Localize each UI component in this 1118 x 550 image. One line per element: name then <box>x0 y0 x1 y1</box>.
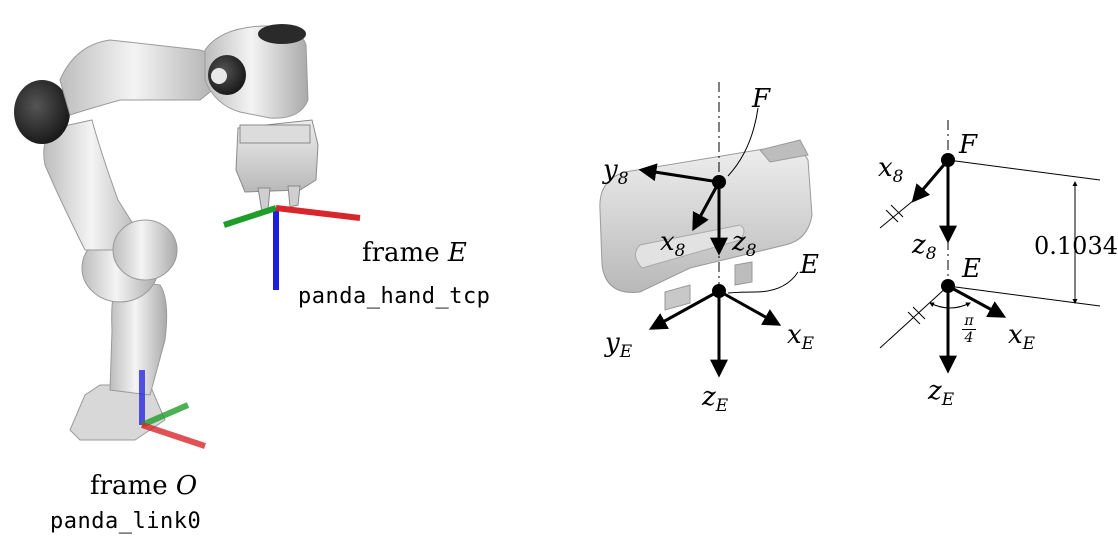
yE-arrow <box>648 289 720 330</box>
E-leader-line <box>727 271 799 294</box>
zE-sub: E <box>715 396 729 416</box>
frame-O-y-axis <box>140 402 190 428</box>
robot-joint-dark <box>14 80 70 144</box>
frame-E-link-name: panda_hand_tcp <box>298 284 491 309</box>
angle-den: 4 <box>964 330 974 346</box>
yE-base: y <box>605 328 620 358</box>
gripper-zE-label: zE <box>702 382 728 415</box>
F-leader-line <box>727 107 759 177</box>
frame-E-axes <box>223 205 361 290</box>
gripper-y8-label: y8 <box>603 155 629 188</box>
schematic-point-E-label: E <box>962 254 981 284</box>
y8-arrow <box>638 163 720 184</box>
schematic-diag-line <box>879 285 949 349</box>
distance-label: 0.1034 <box>1034 232 1118 260</box>
gripper-z8-label: z8 <box>732 227 757 260</box>
z8-sub: 8 <box>745 241 757 261</box>
zE-base: z <box>702 382 716 412</box>
frame-O-symbol: O <box>175 471 198 501</box>
z8-base: z <box>732 227 746 257</box>
schematic-ref-line-E <box>947 285 1101 307</box>
gripper-xE-label: xE <box>787 320 814 353</box>
robot-joint-3 <box>112 219 178 281</box>
y8-base: y <box>603 155 618 185</box>
frame-O-link-name: panda_link0 <box>50 509 202 534</box>
schematic-zE-label: zE <box>928 376 954 409</box>
s-zE-sub: E <box>941 390 955 410</box>
y8-sub: 8 <box>617 169 629 189</box>
s-zE-base: z <box>928 376 942 406</box>
frame-E-x-axis <box>275 205 361 221</box>
gripper-yE-label: yE <box>605 328 632 361</box>
frame-O-word: frame <box>90 471 168 501</box>
s-x8-sub: 8 <box>892 167 904 187</box>
angle-fraction: π 4 <box>962 314 976 345</box>
x8-arrow <box>692 181 721 232</box>
frame-O-label: frame O <box>90 473 197 499</box>
robot-link-upper <box>59 39 226 116</box>
robot-finger-right <box>287 185 301 208</box>
schematic-xE-label: xE <box>1008 320 1035 353</box>
gripper-frame-F-arrows <box>638 107 759 256</box>
schematic-x8-extension <box>879 199 915 229</box>
yE-sub: E <box>619 342 633 362</box>
s-z8-base: z <box>912 230 926 260</box>
frame-O-axes <box>139 370 206 449</box>
frame-E-word: frame <box>362 238 440 268</box>
angle-arc <box>929 302 971 309</box>
frame-E-y-axis <box>223 205 277 228</box>
x8-sub: 8 <box>674 241 686 261</box>
xE-base: x <box>787 320 802 350</box>
frame-E-symbol: E <box>447 238 467 268</box>
gripper-frame-E-arrows <box>648 271 799 378</box>
xE-arrow <box>718 289 782 326</box>
schematic-x8-arrow <box>911 159 950 203</box>
schematic-x8-label: x8 <box>878 153 904 186</box>
schematic-point-F-label: F <box>959 130 978 160</box>
robot-arm <box>14 24 319 441</box>
s-xE-sub: E <box>1022 334 1036 354</box>
gripper-point-E-label: E <box>800 250 819 280</box>
angle-fraction-bar <box>962 329 976 330</box>
s-xE-base: x <box>1008 320 1023 350</box>
angle-num: π <box>964 313 974 329</box>
xE-sub: E <box>801 334 815 354</box>
s-z8-sub: 8 <box>925 244 937 264</box>
schematic <box>879 120 1101 374</box>
robot-wrist <box>204 25 309 119</box>
gripper-x8-label: x8 <box>660 227 686 260</box>
schematic-ref-line-F <box>947 159 1101 181</box>
gripper-point-F-label: F <box>752 84 771 114</box>
schematic-z8-label: z8 <box>912 230 937 263</box>
schematic-point-E-dot <box>941 279 955 293</box>
robot-link-lower <box>109 279 168 396</box>
robot-link-mid <box>43 119 151 251</box>
angle-label: π 4 <box>962 312 976 345</box>
frame-E-label: frame E <box>362 240 467 266</box>
schematic-xE-arrow <box>947 284 1007 318</box>
frame-O-x-axis <box>141 422 206 449</box>
point-E-dot <box>712 284 726 298</box>
x8-base: x <box>660 227 675 257</box>
gripper-body <box>599 139 813 311</box>
point-F-dot <box>712 175 726 189</box>
robot-wrist-dark <box>208 55 246 95</box>
s-x8-base: x <box>878 153 893 183</box>
robot-logo-icon <box>211 68 227 84</box>
robot-wrist-cap <box>258 24 306 44</box>
